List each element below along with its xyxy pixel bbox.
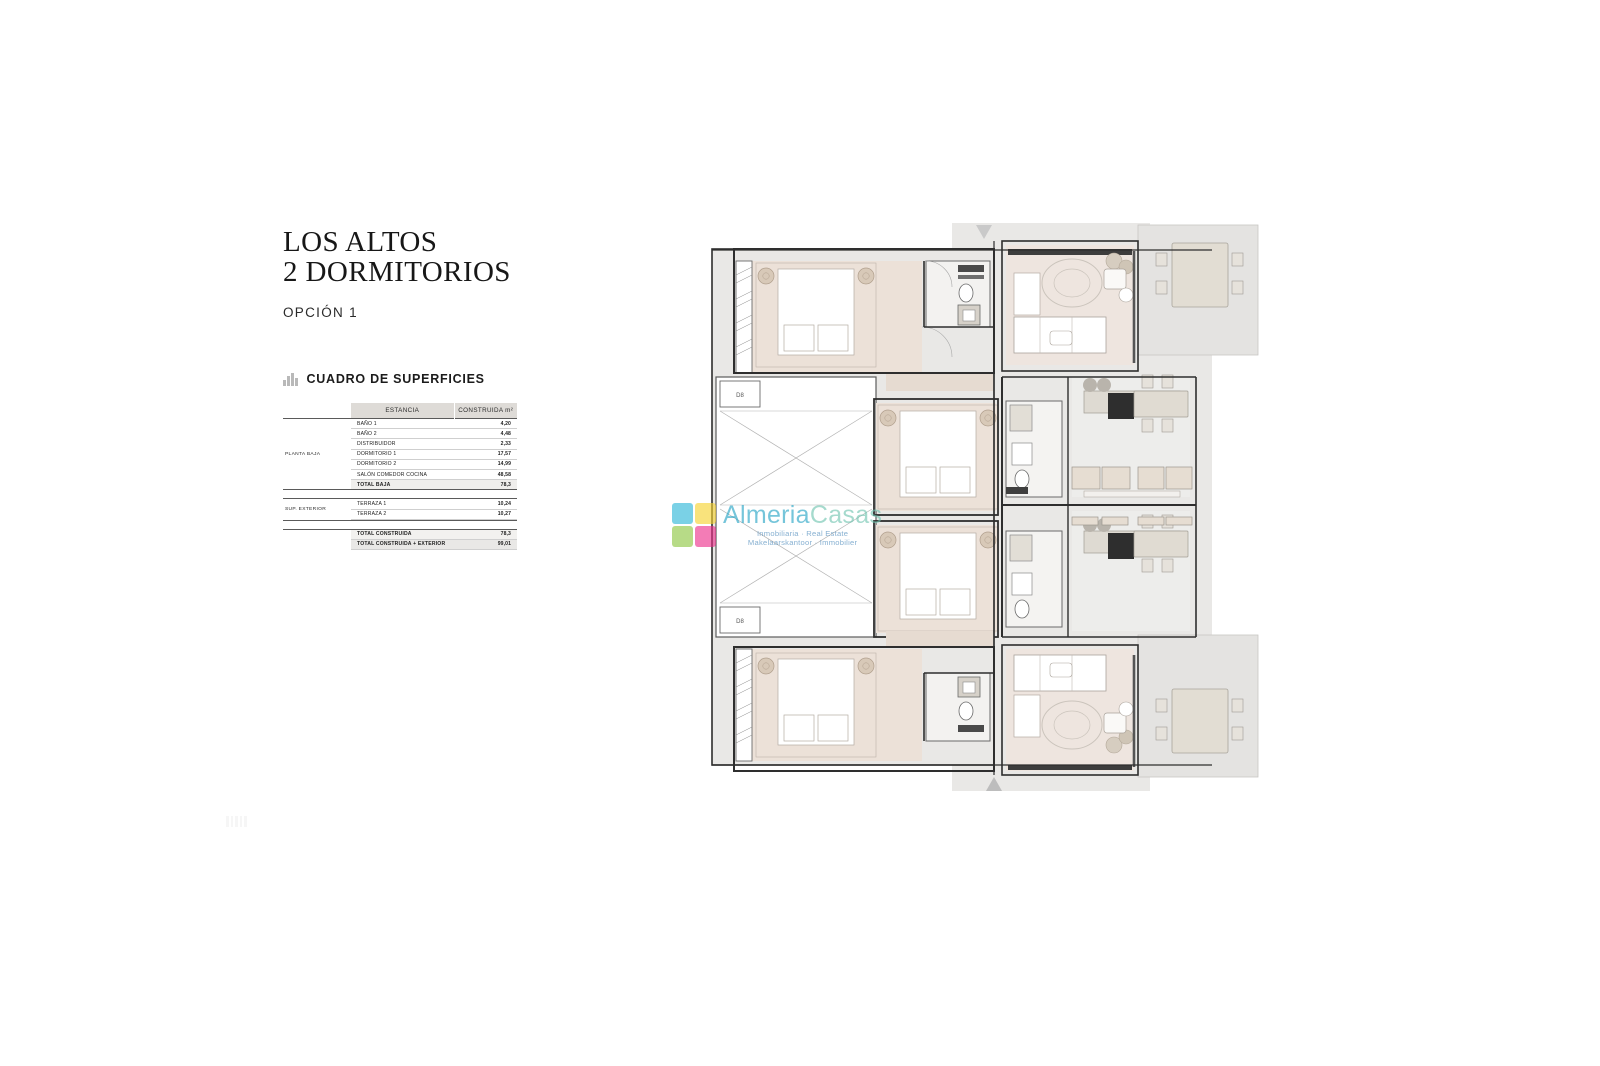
void-annotation-bottom: D8 xyxy=(736,619,744,625)
table-header-row: ESTANCIA CONSTRUIDA m² xyxy=(283,403,517,419)
room-area: 4,20 xyxy=(454,417,517,430)
column-header-group xyxy=(283,403,351,419)
summary-value: 99,01 xyxy=(454,539,517,551)
table-row: DORMITORIO 2 14,99 xyxy=(283,459,517,470)
group-label-planta-baja: PLANTA BAJA xyxy=(283,418,351,490)
column-header-construida: CONSTRUIDA m² xyxy=(454,403,517,419)
unit-bottom xyxy=(712,631,1244,776)
room-name: BAÑO 1 xyxy=(351,417,454,430)
room-name: DORMITORIO 2 xyxy=(351,459,454,470)
table-total-row: TOTAL BAJA 78,3 xyxy=(283,479,517,490)
title-block: LOS ALTOS 2 DORMITORIOS OPCIÓN 1 xyxy=(283,226,533,320)
section-title: CUADRO DE SUPERFICIES xyxy=(306,372,485,386)
void-shaft-area: D8 D8 xyxy=(715,376,877,638)
room-name: TERRAZA 1 xyxy=(351,498,454,510)
unit-middle xyxy=(873,374,1197,638)
room-name: SALÓN COMEDOR COCINA xyxy=(351,469,454,481)
page-subtitle: OPCIÓN 1 xyxy=(283,304,358,320)
table-spacer xyxy=(283,490,517,499)
page-footer-mark xyxy=(226,816,247,827)
group-label-sup-exterior: SUP. EXTERIOR xyxy=(283,498,351,520)
room-name: TERRAZA 2 xyxy=(351,509,454,520)
section-marker-top xyxy=(976,225,992,239)
summary-label: TOTAL CONSTRUIDA + EXTERIOR xyxy=(351,539,454,551)
table-summary-row: TOTAL CONSTRUIDA 78,3 xyxy=(283,528,517,540)
room-name: DORMITORIO 1 xyxy=(351,449,454,460)
table-row: DISTRIBUIDOR 2,33 xyxy=(283,438,517,450)
summary-group-blank xyxy=(283,528,351,540)
table-row: SALÓN COMEDOR COCINA 48,58 xyxy=(283,469,517,481)
table-row: BAÑO 2 4,48 xyxy=(283,428,517,440)
summary-label: TOTAL CONSTRUIDA xyxy=(351,528,454,540)
table-rule xyxy=(283,519,517,521)
table-spacer xyxy=(283,520,517,529)
room-name: DISTRIBUIDOR xyxy=(351,438,454,450)
section-header: CUADRO DE SUPERFICIES xyxy=(283,372,485,386)
total-value: 78,3 xyxy=(454,479,517,490)
section-marker-bottom xyxy=(986,777,1002,791)
summary-group-blank xyxy=(283,539,351,550)
section-markers xyxy=(976,225,1002,791)
info-panel: LOS ALTOS 2 DORMITORIOS OPCIÓN 1 CUADRO … xyxy=(283,226,533,551)
table-row: TERRAZA 2 10,27 xyxy=(283,509,517,520)
floor-plan-drawing: D8 D8 xyxy=(690,205,1310,815)
room-name: BAÑO 2 xyxy=(351,428,454,440)
bar-chart-icon xyxy=(283,373,298,386)
total-label: TOTAL BAJA xyxy=(351,479,454,490)
summary-value: 78,3 xyxy=(454,528,517,540)
table-row: DORMITORIO 1 17,57 xyxy=(283,449,517,460)
table-rule xyxy=(283,489,517,491)
room-area: 10,27 xyxy=(454,509,517,520)
table-summary-row: TOTAL CONSTRUIDA + EXTERIOR 99,01 xyxy=(283,539,517,551)
column-header-estancia: ESTANCIA xyxy=(351,403,455,419)
room-area: 48,58 xyxy=(454,469,517,481)
room-area: 17,57 xyxy=(454,449,517,460)
room-area: 4,48 xyxy=(454,428,517,440)
surface-area-table: ESTANCIA CONSTRUIDA m² PLANTA BAJA BAÑO … xyxy=(283,403,517,551)
room-area: 10,24 xyxy=(454,498,517,510)
room-area: 14,99 xyxy=(454,459,517,470)
table-row: SUP. EXTERIOR TERRAZA 1 10,24 xyxy=(283,498,517,520)
void-annotation-top: D8 xyxy=(736,393,744,399)
page-title-line-2: 2 DORMITORIOS xyxy=(283,255,511,288)
unit-top xyxy=(712,240,1244,391)
room-area: 2,33 xyxy=(454,438,517,450)
page-title-line-1: LOS ALTOS xyxy=(283,226,438,258)
table-row: PLANTA BAJA BAÑO 1 4,20 xyxy=(283,417,517,490)
